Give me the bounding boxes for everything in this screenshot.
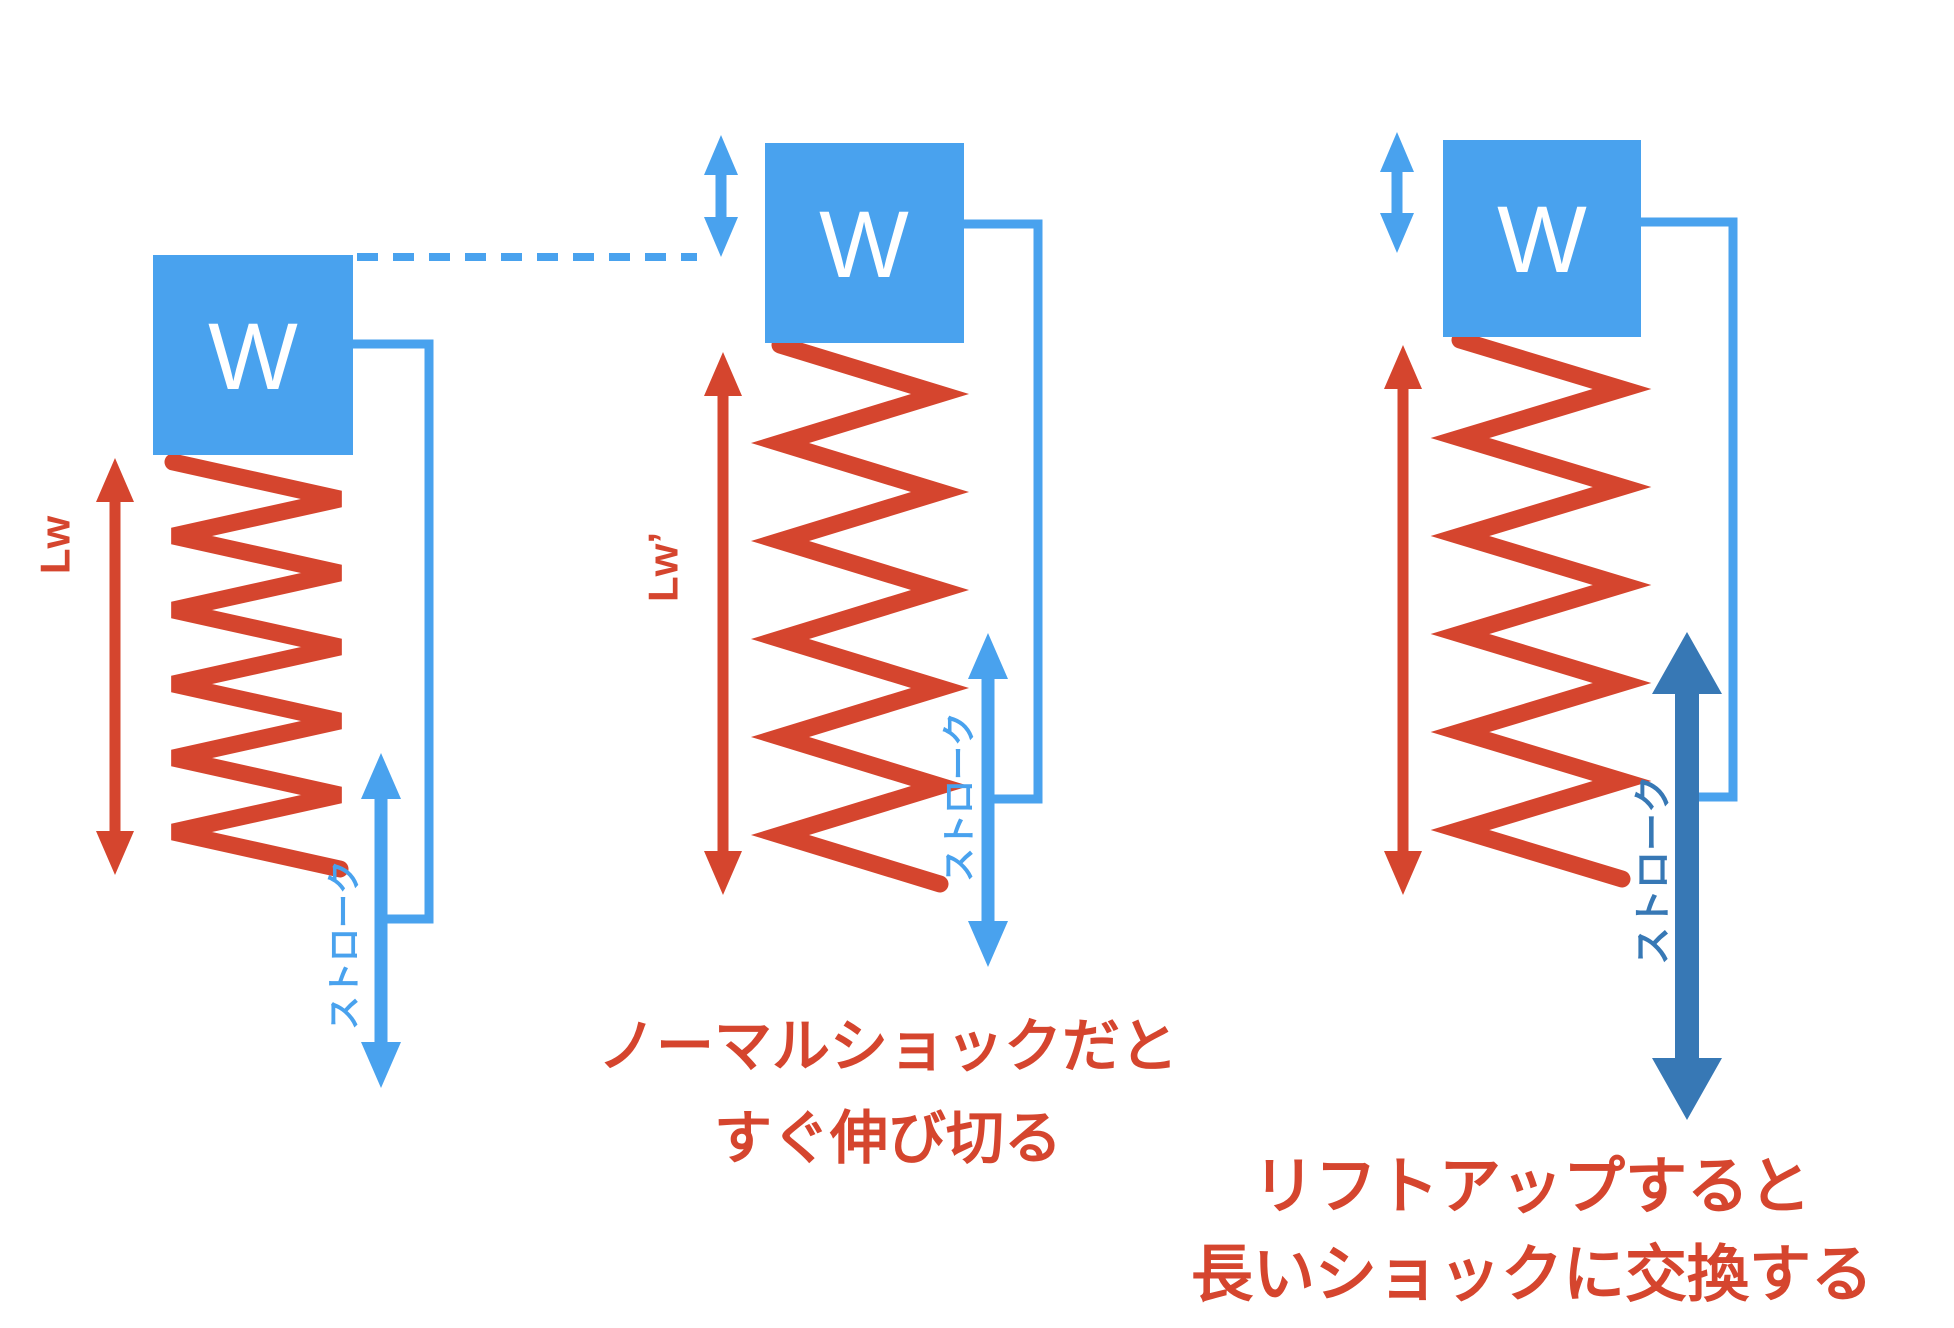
left-spring [164, 453, 349, 878]
middle-stroke-label: ストローク [940, 712, 980, 882]
left-shock-bracket [353, 339, 434, 924]
right-stroke-label: ストローク [1631, 775, 1675, 965]
left-stroke-label: ストローク [325, 860, 365, 1030]
middle-shock-bracket [964, 219, 1043, 804]
right-long-stroke-arrow [1652, 632, 1722, 1120]
left-assembly: W Lw ストローク [32, 255, 434, 1088]
middle-spring [750, 336, 970, 893]
right-weight-label: W [1497, 187, 1587, 293]
left-spring-length-label: Lw [32, 516, 79, 575]
middle-weight-label: W [819, 192, 909, 298]
right-assembly: W ストローク リフトアップすると 長いショックに交換する [1191, 132, 1873, 1311]
middle-spring-length-label: Lw’ [640, 532, 687, 602]
right-spring-length-arrow [1384, 345, 1422, 895]
left-spring-length-arrow [96, 458, 134, 875]
right-spring [1430, 331, 1652, 888]
right-lift-gap-arrow [1380, 132, 1414, 253]
left-weight-box [153, 255, 353, 455]
middle-caption-line1: ノーマルショックだと [598, 1012, 1178, 1080]
middle-assembly: W Lw’ ストローク ノーマルショックだと すぐ伸び切る [598, 135, 1178, 1172]
middle-caption-line2: すぐ伸び切る [714, 1104, 1062, 1172]
right-caption-line1: リフトアップすると [1253, 1150, 1811, 1223]
middle-stroke-arrow [968, 633, 1008, 967]
middle-spring-length-arrow [704, 352, 742, 895]
left-stroke-arrow [361, 753, 401, 1088]
right-weight-box [1443, 140, 1641, 337]
middle-weight-box [765, 143, 964, 343]
middle-lift-gap-arrow [704, 135, 738, 257]
left-weight-label: W [208, 304, 298, 410]
right-caption-line2: 長いショックに交換する [1191, 1238, 1873, 1311]
right-shock-bracket [1641, 217, 1738, 802]
